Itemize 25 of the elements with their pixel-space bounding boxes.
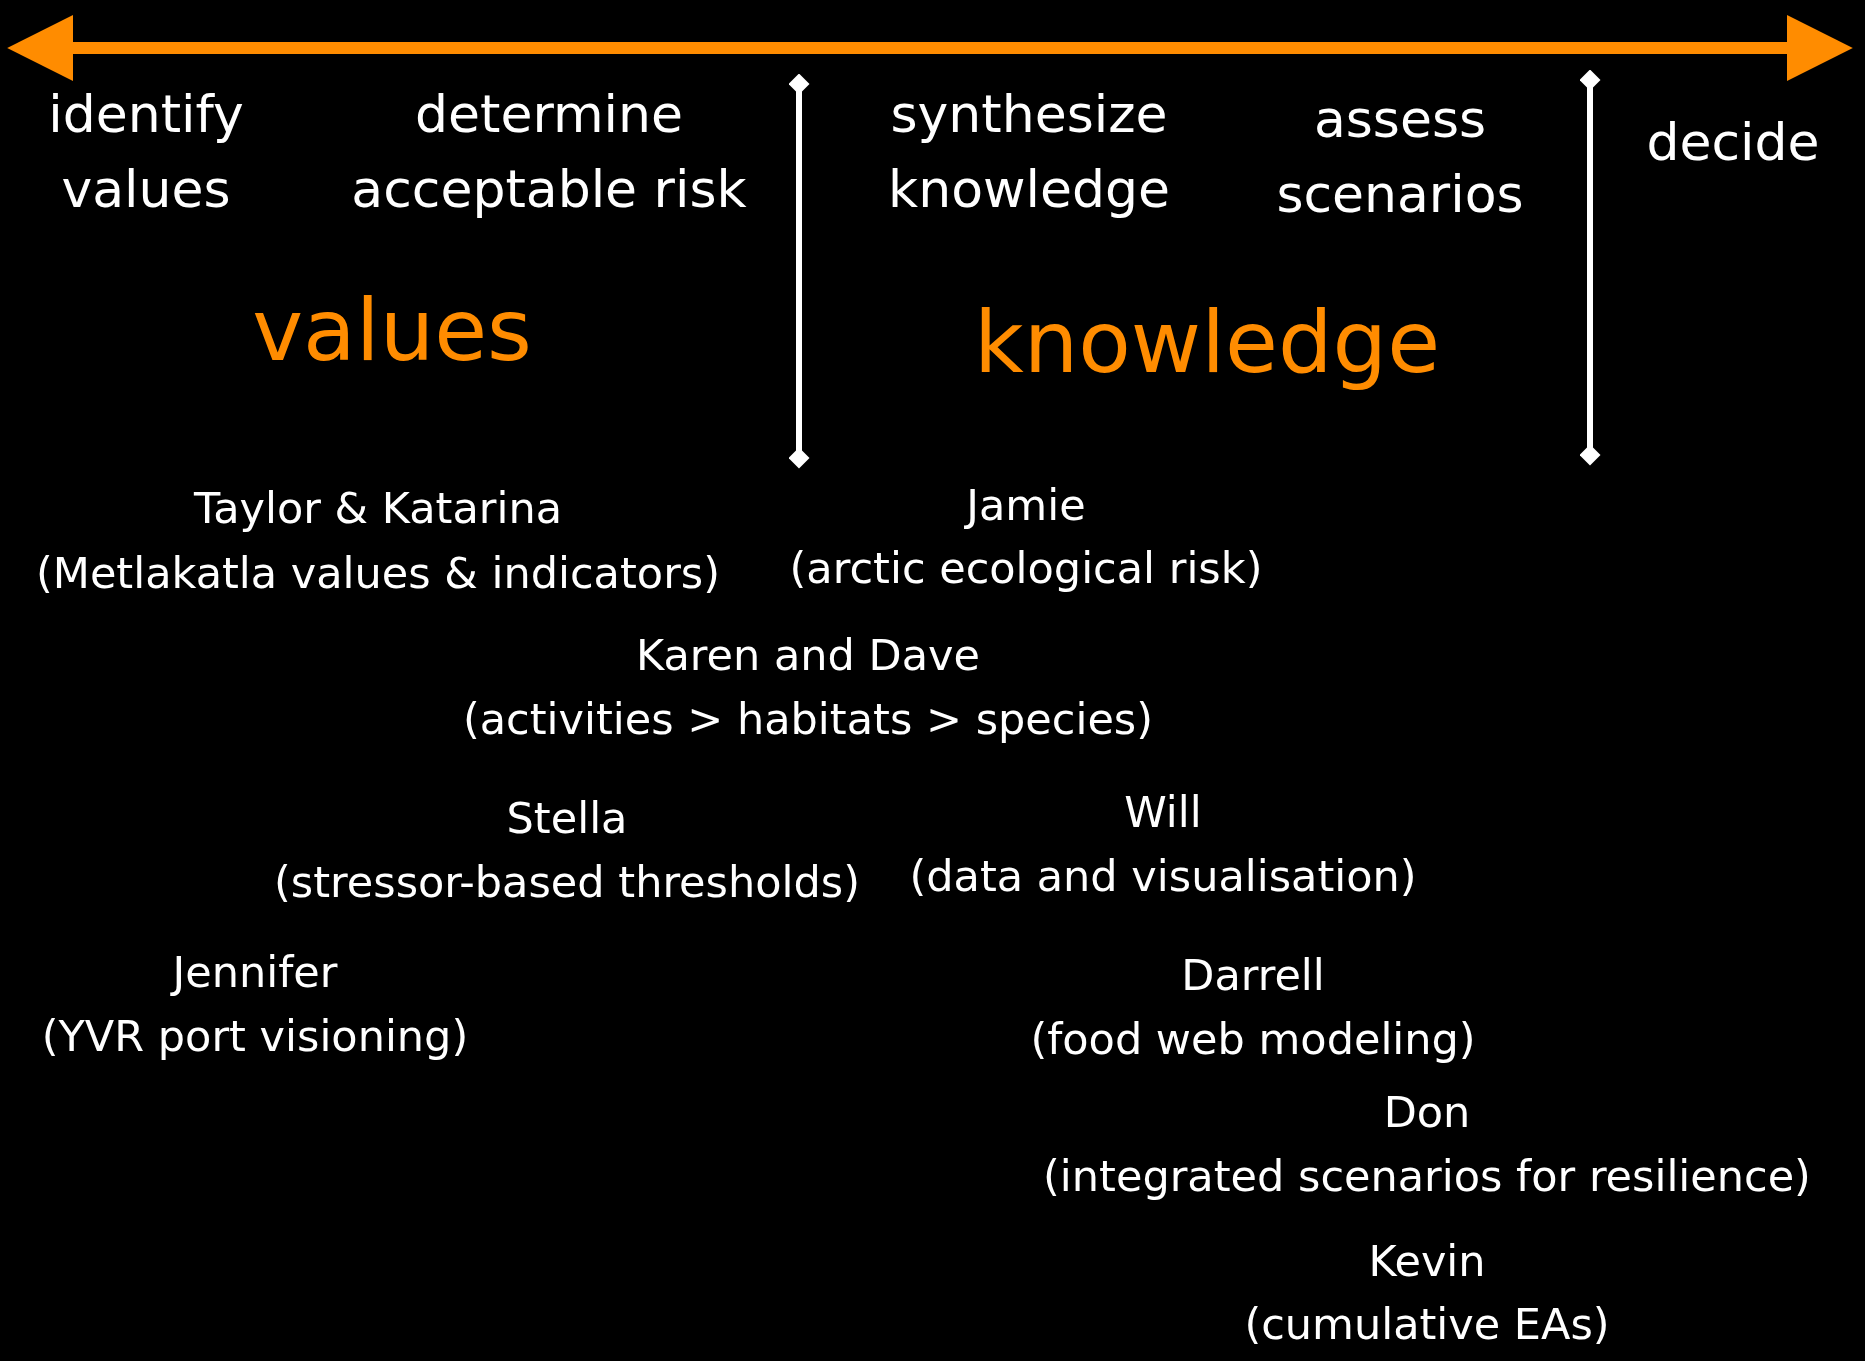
section-title: values <box>252 279 532 383</box>
topic-text: (arctic ecological risk) <box>789 543 1263 595</box>
person-name: Will <box>1124 787 1202 839</box>
topic-text: (Metlakatla values & indicators) <box>36 548 720 600</box>
topic-text: (YVR port visioning) <box>41 1011 469 1063</box>
person-name: Jennifer <box>172 947 338 999</box>
person-name: Karen and Dave <box>636 630 980 682</box>
stage-heading: decide <box>1645 111 1821 175</box>
person-name: Kevin <box>1368 1236 1486 1288</box>
topic-text: (data and visualisation) <box>909 851 1417 903</box>
topic-text: (integrated scenarios for resilience) <box>1043 1151 1811 1203</box>
topic-text: (stressor-based thresholds) <box>274 857 860 909</box>
person-name: Darrell <box>1181 950 1325 1002</box>
topic-text: (cumulative EAs) <box>1244 1299 1610 1351</box>
person-name: Don <box>1383 1087 1471 1139</box>
person-name: Stella <box>506 793 628 845</box>
section-title: knowledge <box>973 291 1441 395</box>
person-name: Taylor & Katarina <box>194 483 562 535</box>
topic-text: (activities > habitats > species) <box>462 694 1154 746</box>
stage-heading: synthesize knowledge <box>887 82 1171 221</box>
stage-heading: determine acceptable risk <box>350 82 748 221</box>
stage-heading: identify values <box>47 82 245 221</box>
stage-heading: assess scenarios <box>1275 87 1525 226</box>
person-name: Jamie <box>966 480 1086 532</box>
topic-text: (food web modeling) <box>1030 1014 1476 1066</box>
